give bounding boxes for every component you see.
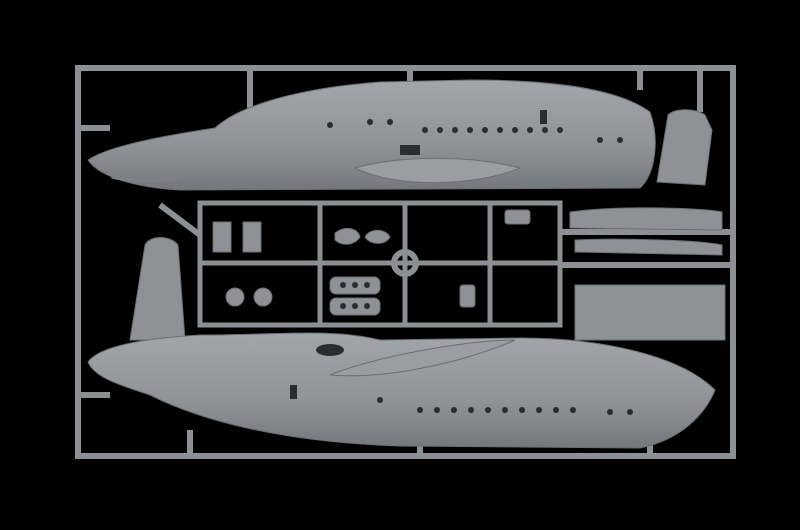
window-holes: [290, 344, 633, 415]
lower-fuselage-half: [87, 332, 716, 449]
tail-fin-lower: [129, 237, 186, 341]
small-parts-runner: [197, 200, 726, 341]
tail-fin-upper: [656, 109, 713, 186]
sprue-hub: [391, 249, 419, 277]
upper-fuselage-half: [87, 79, 656, 191]
window-holes: [327, 110, 623, 155]
